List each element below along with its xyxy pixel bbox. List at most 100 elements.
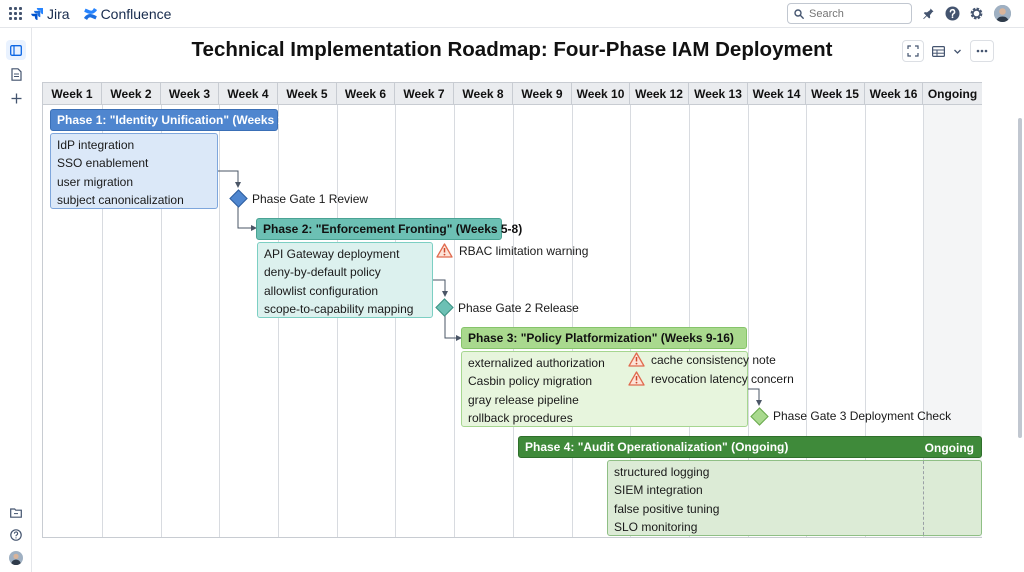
column-header: Week 16 <box>865 83 923 105</box>
phase-4-ongoing-label: Ongoing <box>924 441 974 455</box>
jira-logo-icon <box>31 8 43 20</box>
phase-4-task-list[interactable]: structured logging SIEM integration fals… <box>607 460 982 536</box>
phase-3-task-list[interactable]: externalized authorization Casbin policy… <box>461 351 748 427</box>
column-header: Week 15 <box>806 83 865 105</box>
column-header: Week 3 <box>161 83 219 105</box>
phase-3-task: rollback procedures <box>468 410 573 425</box>
phase-3-warning[interactable]: revocation latency concern <box>628 371 794 386</box>
ongoing-divider <box>923 461 924 535</box>
phase-3-warning-label: cache consistency note <box>651 352 776 367</box>
table-view-button[interactable] <box>928 40 966 62</box>
chevron-down-icon <box>954 49 961 54</box>
phase-1-task: user migration <box>57 174 134 189</box>
phase-2-warning[interactable]: RBAC limitation warning <box>436 243 588 258</box>
column-header: Week 1 <box>43 83 102 105</box>
phase-3-warning-label: revocation latency concern <box>651 371 794 386</box>
column-header: Week 14 <box>748 83 806 105</box>
phase-4-title: Phase 4: "Audit Operationalization" (Ong… <box>525 440 789 454</box>
phase-gate-2-label: Phase Gate 2 Release <box>458 301 579 315</box>
grid-line <box>630 105 631 537</box>
grid-line <box>454 105 455 537</box>
jira-label: Jira <box>47 6 70 22</box>
fullscreen-button[interactable] <box>902 40 924 62</box>
scrollbar-thumb[interactable] <box>1018 118 1022 438</box>
notifications-icon[interactable] <box>919 5 936 22</box>
grid-line <box>572 105 573 537</box>
phase-2-warning-label: RBAC limitation warning <box>459 243 589 258</box>
phase-4-task: SIEM integration <box>614 483 703 498</box>
column-header: Week 5 <box>278 83 337 105</box>
more-dots-icon <box>976 49 988 53</box>
phase-2-task: scope-to-capability mapping <box>264 301 414 316</box>
phase-3-task: externalized authorization <box>468 356 605 370</box>
grid-line <box>102 105 103 537</box>
grid-line <box>865 105 866 537</box>
grid-line <box>513 105 514 537</box>
page-icon[interactable] <box>6 64 26 84</box>
column-header: Week 8 <box>454 83 513 105</box>
grid-line <box>689 105 690 537</box>
page-title: Technical Implementation Roadmap: Four-P… <box>191 38 833 61</box>
product-brand[interactable]: Jira Confluence <box>31 5 171 23</box>
column-header: Ongoing <box>923 83 982 105</box>
column-header: Week 4 <box>219 83 278 105</box>
column-header: Week 13 <box>689 83 748 105</box>
phase-gate-3-label: Phase Gate 3 Deployment Check <box>773 409 952 423</box>
phase-2-task: API Gateway deployment <box>264 247 400 261</box>
user-avatar[interactable] <box>994 5 1011 22</box>
board-view-icon[interactable] <box>6 40 26 60</box>
more-options-button[interactable] <box>970 40 994 62</box>
column-header: Week 7 <box>395 83 454 105</box>
folder-icon[interactable] <box>6 502 26 522</box>
phase-gate-1-label: Phase Gate 1 Review <box>252 192 369 206</box>
column-header: Week 9 <box>513 83 572 105</box>
phase-4-task: false positive tuning <box>614 501 720 516</box>
create-plus-icon[interactable] <box>6 88 26 108</box>
grid-line <box>923 105 924 537</box>
phase-1-title: Phase 1: "Identity Unification" (Weeks 1… <box>57 113 299 127</box>
settings-gear-icon[interactable] <box>968 5 985 22</box>
phase-4-task: structured logging <box>614 465 710 479</box>
warning-triangle-icon <box>628 352 645 367</box>
warning-triangle-icon <box>436 243 453 258</box>
confluence-label: Confluence <box>100 6 172 22</box>
column-header: Week 12 <box>630 83 689 105</box>
phase-2-bar[interactable]: Phase 2: "Enforcement Fronting" (Weeks 5… <box>256 218 522 240</box>
grid-line <box>278 105 279 537</box>
sidebar-avatar[interactable] <box>6 548 26 568</box>
phase-1-task-list[interactable]: IdP integration SSO enablement user migr… <box>50 133 218 209</box>
search-icon <box>794 8 804 19</box>
phase-2-task: allowlist configuration <box>264 283 379 298</box>
phase-3-task: Casbin policy migration <box>468 374 593 389</box>
column-header: Week 10 <box>572 83 630 105</box>
search-input[interactable] <box>809 7 904 20</box>
search-box[interactable] <box>787 3 912 24</box>
grid-line <box>395 105 396 537</box>
grid-line <box>806 105 807 537</box>
grid-line <box>219 105 220 537</box>
phase-1-task: IdP integration <box>57 138 135 152</box>
warning-triangle-icon <box>628 371 645 386</box>
phase-1-task: SSO enablement <box>57 156 149 171</box>
help-icon[interactable] <box>944 5 961 22</box>
app-switcher-icon[interactable] <box>9 7 22 20</box>
help-circle-icon[interactable] <box>6 525 26 545</box>
confluence-logo-icon <box>83 8 97 20</box>
grid-line <box>161 105 162 537</box>
phase-2-task-list[interactable]: API Gateway deployment deny-by-default p… <box>257 242 433 318</box>
grid-line <box>337 105 338 537</box>
phase-3-task: gray release pipeline <box>468 392 579 407</box>
left-sidebar <box>0 28 32 572</box>
phase-4-task: SLO monitoring <box>614 519 698 534</box>
top-navigation-bar: Jira Confluence <box>0 0 1024 28</box>
phase-1-task: subject canonicalization <box>57 192 184 207</box>
column-header: Week 6 <box>337 83 395 105</box>
phase-2-title: Phase 2: "Enforcement Fronting" (Weeks 5… <box>263 222 523 236</box>
phase-4-bar[interactable]: Phase 4: "Audit Operationalization" (Ong… <box>518 436 982 458</box>
phase-2-task: deny-by-default policy <box>264 265 381 280</box>
vertical-scrollbar[interactable] <box>1016 28 1024 572</box>
phase-3-bar[interactable]: Phase 3: "Policy Platformization" (Weeks… <box>461 327 747 349</box>
phase-3-title: Phase 3: "Policy Platformization" (Weeks… <box>468 331 734 345</box>
phase-3-warning[interactable]: cache consistency note <box>628 352 776 367</box>
phase-1-bar[interactable]: Phase 1: "Identity Unification" (Weeks 1… <box>50 109 299 131</box>
